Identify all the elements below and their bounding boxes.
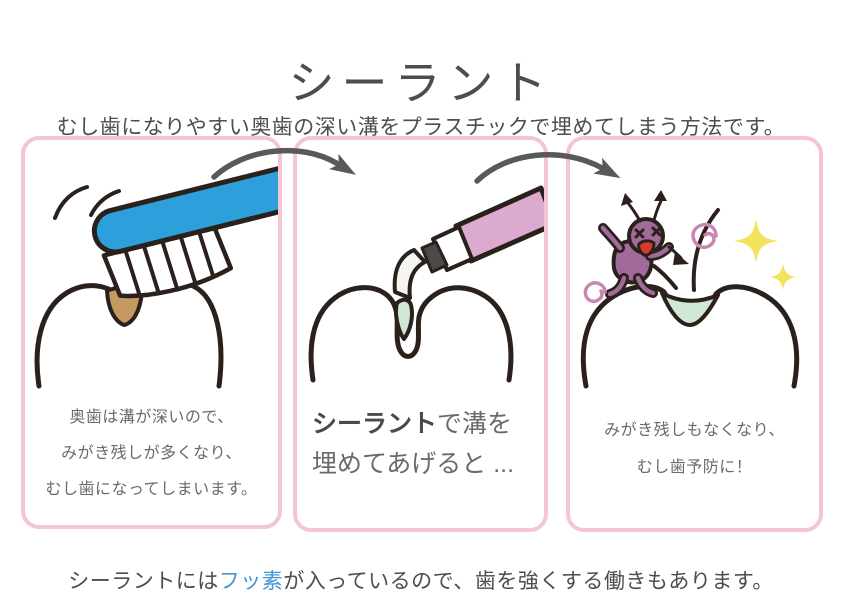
- antenna-tip: [654, 190, 667, 201]
- germ-repelled-icon: [580, 190, 800, 389]
- germ: [598, 190, 689, 299]
- swirl-icon: [691, 222, 718, 250]
- sealant-tube: [392, 185, 544, 300]
- germ-mouth: [637, 239, 656, 257]
- flick-line: [652, 264, 678, 290]
- germ-repelled-illustration: [570, 140, 819, 398]
- sealant-tube-icon: [308, 185, 544, 383]
- footer-note: シーラントにはフッ素が入っているので、歯を強くする働きもあります。: [0, 565, 842, 595]
- panel-result: みがき残しもなくなり、 むし歯予防に！: [566, 136, 823, 532]
- sparkle-icon: [734, 219, 778, 263]
- page-subtitle: むし歯になりやすい奥歯の深い溝をプラスチックで埋めてしまう方法です。: [56, 116, 786, 139]
- sealant-droplet: [393, 297, 415, 341]
- panel-sealant-application: シーラントで溝を 埋めてあげると ...: [293, 136, 548, 532]
- footer-post: が入っているので、歯を強くする働きもあります。: [283, 570, 774, 593]
- sealed-groove: [660, 291, 720, 327]
- flick-line: [691, 208, 720, 292]
- fluoride-highlight: フッ素: [218, 570, 284, 593]
- sealant-word: シーラント: [312, 410, 438, 438]
- panel-problem: 奥歯は溝が深いので、 みがき残しが多くなり、 むし歯になってしまいます。: [21, 136, 282, 529]
- toothbrush-molar-illustration: [25, 140, 278, 398]
- molar-outline: [308, 285, 514, 383]
- panel-problem-caption: 奥歯は溝が深いので、 みがき残しが多くなり、 むし歯になってしまいます。: [45, 409, 258, 498]
- tube-collar: [420, 240, 449, 274]
- panel-sealant-caption: シーラントで溝を 埋めてあげると ...: [312, 410, 515, 478]
- toothbrush-head: [91, 165, 278, 255]
- sparkle-icon: [770, 264, 796, 290]
- panel-result-caption: みがき残しもなくなり、 むし歯予防に！: [604, 422, 785, 476]
- motion-mark: [53, 185, 89, 220]
- toothbrush-molar-icon: [34, 165, 278, 389]
- swirl-icon: [583, 281, 607, 304]
- tube-nozzle: [392, 248, 427, 300]
- footer-pre: シーラントには: [68, 570, 219, 593]
- pitchfork-tip: [673, 252, 689, 265]
- motion-mark: [89, 189, 121, 217]
- sealant-tube-illustration: [297, 140, 544, 398]
- antenna-tip: [621, 193, 633, 206]
- toothbrush: [91, 165, 278, 299]
- page-title: シーラント: [288, 56, 554, 109]
